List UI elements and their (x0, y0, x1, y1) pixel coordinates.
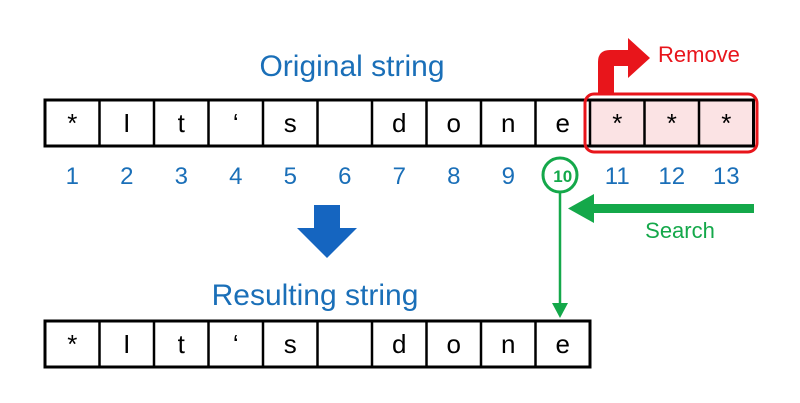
index-label: 13 (713, 163, 740, 190)
index-label: 4 (229, 163, 242, 190)
left-arrow-icon (568, 194, 754, 223)
remove-label: Remove (658, 42, 740, 67)
index-label: 5 (284, 163, 297, 190)
original-string-title: Original string (259, 50, 444, 83)
original-cell-char: * (721, 108, 731, 138)
result-cell-char: * (67, 329, 77, 359)
result-cell-char: s (284, 329, 297, 359)
original-cell-char: * (667, 108, 677, 138)
original-cell-char: I (123, 108, 130, 138)
original-cell-char: * (67, 108, 77, 138)
original-cell-char: e (556, 108, 570, 138)
original-cell-char: ‘ (233, 108, 239, 138)
index-label: 9 (502, 163, 515, 190)
big-down-arrow-icon (297, 205, 357, 258)
search-result-down-arrow-icon (552, 192, 568, 318)
result-cell-char: d (392, 329, 406, 359)
resulting-string-title: Resulting string (212, 279, 419, 312)
search-label: Search (645, 218, 715, 243)
curved-up-right-arrow-icon (598, 38, 650, 94)
index-label: 1 (66, 163, 79, 190)
index-label: 8 (447, 163, 460, 190)
index-label-search-hit: 10 (553, 167, 572, 186)
index-label: 6 (338, 163, 351, 190)
index-label: 7 (393, 163, 406, 190)
original-cell-char: n (501, 108, 515, 138)
index-label: 12 (658, 163, 685, 190)
index-label: 11 (605, 163, 630, 190)
original-cell-char: t (178, 108, 186, 138)
index-label: 3 (175, 163, 188, 190)
removed-chars-frame (583, 92, 759, 154)
index-label: 2 (120, 163, 133, 190)
result-cell-char: o (447, 329, 461, 359)
result-cell-char: n (501, 329, 515, 359)
result-cell-char: t (178, 329, 186, 359)
original-cell-char: * (612, 108, 622, 138)
original-cell-outline (43, 98, 755, 148)
result-cell-char: I (123, 329, 130, 359)
original-cell-char: s (284, 108, 297, 138)
original-cell-char: o (447, 108, 461, 138)
removed-cells-highlight (590, 100, 752, 146)
result-cell-char: e (556, 329, 570, 359)
original-cell-char: d (392, 108, 406, 138)
result-cell-char: ‘ (233, 329, 239, 359)
